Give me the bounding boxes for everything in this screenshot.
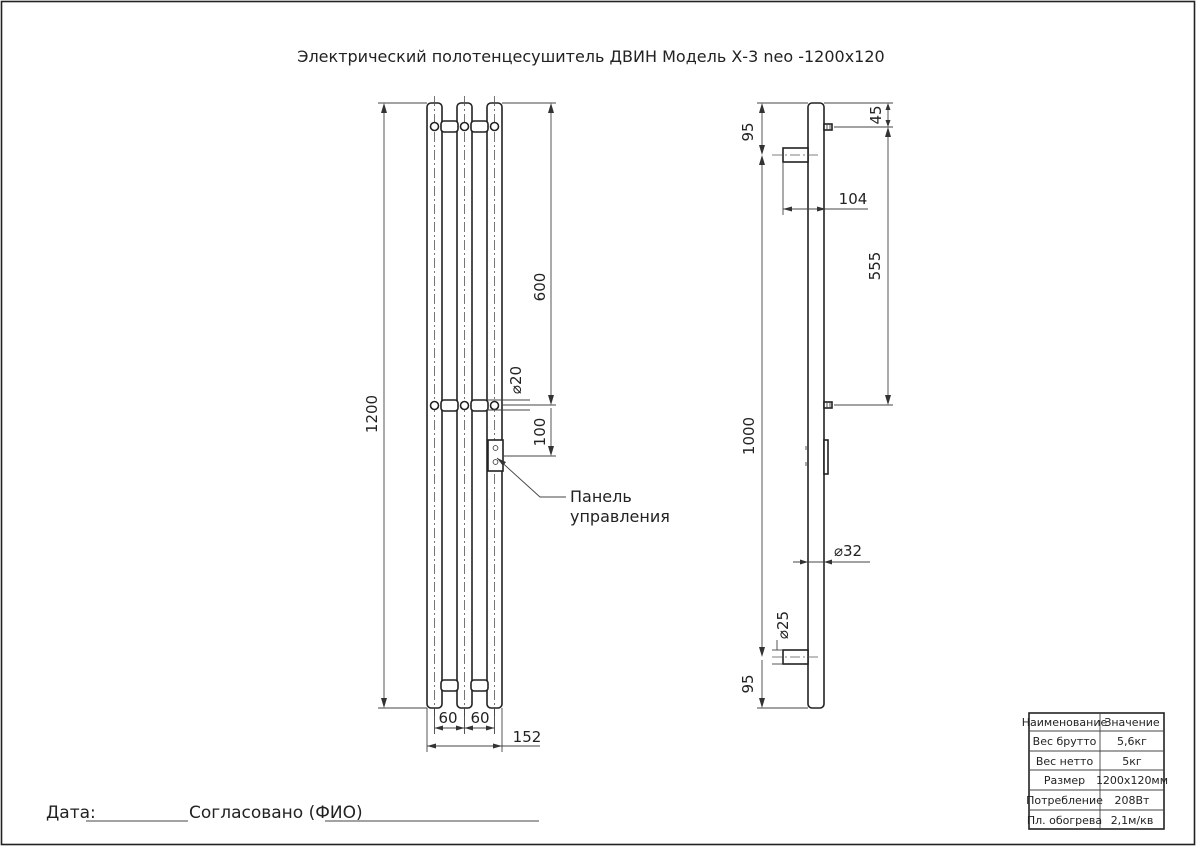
dimension-mount-spacing: 555 <box>834 127 893 406</box>
dimension-upper-span-value: 600 <box>531 273 549 302</box>
spec-row-name: Пл. обогрева <box>1027 814 1102 827</box>
side-control-element <box>823 439 829 475</box>
bracket-bottom <box>772 649 818 665</box>
dimension-bracket-diameter: ⌀25 <box>772 611 792 665</box>
spec-row-value: 5,6кг <box>1117 735 1147 748</box>
spec-row-name: Размер <box>1044 774 1085 787</box>
dimension-bracket-diameter-value: ⌀25 <box>774 611 792 639</box>
dimension-bottom-offset-value: 95 <box>739 674 757 693</box>
dimension-bracket-spacing-value: 1000 <box>740 417 758 455</box>
dimension-bracket-spacing: 1000 <box>740 155 765 657</box>
dimension-bottom-offset: 95 <box>739 660 808 709</box>
spec-row-value: 208Вт <box>1115 794 1151 807</box>
drawing-title: Электрический полотенцесушитель ДВИН Мод… <box>297 47 884 66</box>
dimension-height-value: 1200 <box>363 395 381 433</box>
dimension-total-width: 152 <box>426 708 542 752</box>
spec-table: Наименование Значение Вес брутто 5,6кг В… <box>1022 712 1168 830</box>
connector-row-bottom <box>440 679 489 692</box>
dimension-height: 1200 <box>363 102 427 709</box>
dimension-mount-top: 45 <box>824 102 893 128</box>
spec-row-value: 1200х120мм <box>1096 774 1168 787</box>
connector-row-top <box>429 120 500 133</box>
dimension-mount-top-value: 45 <box>867 105 885 124</box>
control-panel-box <box>487 439 504 472</box>
spec-row-value: 5кг <box>1122 755 1142 768</box>
connector-row-middle <box>429 399 500 412</box>
control-panel-label-line2: управления <box>570 507 670 526</box>
dimension-upper-span: 600 <box>502 102 556 406</box>
dimension-spacing: 60 60 <box>434 708 495 734</box>
control-panel-leader <box>496 457 566 498</box>
spec-row-name: Вес брутто <box>1033 735 1097 748</box>
dimension-pipe-diameter-value: ⌀20 <box>507 366 525 394</box>
dimension-depth-value: 104 <box>839 190 868 208</box>
wall-mount-bottom <box>823 401 833 409</box>
spec-header-name: Наименование <box>1022 716 1108 729</box>
dimension-body-diameter-value: ⌀32 <box>834 542 862 560</box>
dimension-panel-offset: 100 <box>503 408 556 457</box>
dimension-total-width-value: 152 <box>513 728 542 746</box>
spec-row-value: 2,1м/кв <box>1111 814 1154 827</box>
dimension-spacing-left-value: 60 <box>438 709 457 727</box>
dimension-body-diameter: ⌀32 <box>793 542 870 565</box>
spec-header-value: Значение <box>1104 716 1160 729</box>
approved-label: Согласовано (ФИО) <box>189 803 363 823</box>
side-view: 95 45 104 555 <box>739 102 893 709</box>
dimension-pipe-diameter: ⌀20 <box>487 366 530 411</box>
dimension-mount-spacing-value: 555 <box>866 252 884 281</box>
leader-arrowhead <box>497 458 506 466</box>
dimension-top-offset: 95 <box>739 102 808 155</box>
wall-mount-top <box>823 123 833 131</box>
date-label: Дата: <box>46 803 96 823</box>
dimension-depth: 104 <box>782 162 868 215</box>
dimension-spacing-right-value: 60 <box>470 709 489 727</box>
dimension-panel-offset-value: 100 <box>531 418 549 447</box>
spec-row-name: Вес нетто <box>1036 755 1094 768</box>
control-panel-label-line1: Панель <box>570 487 632 506</box>
front-view: Панель управления 1200 600 100 <box>363 96 670 752</box>
footer: Дата: Согласовано (ФИО) <box>46 803 539 823</box>
spec-row-name: Потребление <box>1026 794 1103 807</box>
bracket-top <box>772 147 818 163</box>
dimension-top-offset-value: 95 <box>739 122 757 141</box>
